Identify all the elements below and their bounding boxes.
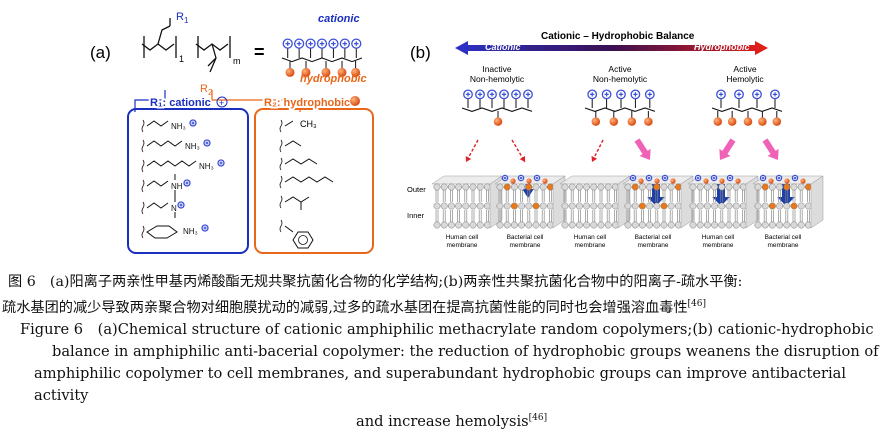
r1-cationic-chains: NH₃ NH₃ NH₃ NH N NH₃ [141,119,225,239]
caption-en-line4-wrap: and increase hemolysis[46] [0,407,891,433]
outer-label: Outer [407,185,426,194]
membrane-2-line2: membrane [509,242,540,249]
hydrophobic-bead-icon [758,117,767,126]
hydrophobic-bead-icon [768,178,774,184]
hydrophobic-bead-icon [719,178,725,184]
membrane-2-line1: Bacterial cell [507,234,544,241]
hydrophobic-bead-icon [591,117,601,126]
membrane-3-line2: membrane [574,242,605,249]
hydrophobic-bead-icon [784,178,790,184]
arrow-right-label: Hydrophobic [694,42,750,52]
block-arrow-icon [762,138,779,160]
state-2-line1: Active [608,64,631,74]
hydrophobic-bead-icon [627,117,637,126]
hydrophobic-bead-icon [542,178,548,184]
state-2-line2: Non-hemolytic [593,74,648,84]
membrane-6-line1: Bacterial cell [765,234,802,241]
hydrophobic-word: hydrophobic [300,73,367,85]
hydrophobic-bead-icon [351,67,361,77]
block-arrow-icon [719,138,736,160]
subscript-m: m [233,56,241,66]
caption-en-line2: balance in amphiphilic anti-bacerial cop… [52,343,879,360]
hydrophobic-bead-icon [743,117,753,126]
subscript-1: 1 [179,54,184,64]
r2-hydrophobic-box [254,108,374,254]
hydrophobic-bead-icon [735,178,741,184]
hydrophobic-bead-icon [609,117,619,126]
hydrophobic-bead-icon [772,117,782,126]
hydrophobic-bead-icon [727,117,737,126]
membrane-1-line2: membrane [446,242,477,249]
figure-caption: 图 6 (a)阳离子两亲性甲基丙烯酸酯无规共聚抗菌化合物的化学结构;(b)两亲性… [0,271,891,433]
hydrophobic-bead-icon [493,117,503,126]
amine-label: NH₃ [185,142,200,151]
hydrophobic-bead-icon [644,117,653,126]
hydrophobic-bead-icon [510,178,516,184]
figure-6-graphic: (a) R1 R2 1 m = cationic hydrophobic R₁:… [90,11,824,254]
caption-en-line1: Figure 6 (a)Chemical structure of cation… [20,321,874,338]
panel-a-label: (a) [90,43,111,62]
block-arrow-icon [634,138,651,160]
membrane-1-line1: Human cell [446,234,479,241]
membrane-4-line1: Bacterial cell [635,234,672,241]
r1-box-title: R₁: cationic [150,97,211,109]
hydrophobic-bead-icon [654,178,660,184]
hydrophobic-bead-icon [285,67,295,77]
monomer-structure [141,18,231,73]
state-3-line1: Active [733,64,756,74]
caption-en-line4: and increase hemolysis [356,413,529,430]
schematic-polymer [281,38,363,77]
membrane-3-line1: Human cell [574,234,607,241]
balance-title: Cationic – Hydrophobic Balance [541,31,695,42]
membrane-block [752,174,824,229]
caption-cn-ref: [46] [687,299,706,309]
hydrophobic-bead-icon [337,67,347,77]
amine-label: NH [171,182,183,191]
panel-b-label: (b) [410,43,431,62]
r1-top-label: R1 [176,11,189,25]
ch3-label: CH₃ [300,119,317,129]
balance-arrow [455,41,768,55]
caption-cn-line1: 图 6 (a)阳离子两亲性甲基丙烯酸酯无规共聚抗菌化合物的化学结构;(b)两亲性… [8,274,743,290]
r2-hydrophobic-chains [279,119,334,249]
membrane-6-line2: membrane [767,242,798,249]
r1-cationic-box [127,108,249,254]
r2-box-title: R₂: hydrophobic [264,97,350,109]
hydrophobic-bead-icon [301,67,311,77]
state-3-line2: Hemolytic [726,74,764,84]
hydrophobic-bead-icon [713,117,723,126]
state-1-line2: Non-hemolytic [470,74,525,84]
hydrophobic-bead-icon [638,178,644,184]
amine-label: NH₃ [199,162,214,171]
membrane-4-line2: membrane [637,242,668,249]
hydrophobic-bead-icon [800,178,806,184]
caption-cn-line2-wrap: 疏水基团的减少导致两亲聚合物对细胞膜扰动的减弱,过多的疏水基团在提高抗菌性能的同… [0,293,891,319]
cationic-word: cationic [318,13,360,25]
equals-sign: = [254,42,265,62]
amine-label: N [171,204,177,213]
membrane-block [494,174,566,229]
r2-bottom-label: R2 [200,83,213,97]
membrane-5-line2: membrane [702,242,733,249]
state-1-line1: Inactive [482,64,512,74]
caption-en-ref: [46] [528,413,548,423]
ammonium-label: NH₃ [183,227,198,236]
membrane-block [431,175,503,229]
hydrophobic-bead-icon [670,178,676,184]
caption-en-line3: amphiphilic copolymer to cell membranes,… [34,365,846,404]
hydrophobic-bead-icon [321,67,331,77]
caption-cn-line2: 疏水基团的减少导致两亲聚合物对细胞膜扰动的减弱,过多的疏水基团在提高抗菌性能的同… [2,300,688,316]
amine-label: NH₃ [171,122,186,131]
membrane-block [687,174,759,229]
membranes [431,174,824,229]
hydrophobic-bead-icon [703,178,709,184]
schematic-polymers-b [461,89,783,126]
membrane-5-line1: Human cell [702,234,735,241]
svg-text:+: + [219,98,224,108]
membrane-block [559,175,631,229]
arrow-left-label: Cationic [485,42,521,52]
hydrophobic-bead-icon [526,178,532,184]
membrane-block [622,174,694,229]
inner-label: Inner [407,211,425,220]
